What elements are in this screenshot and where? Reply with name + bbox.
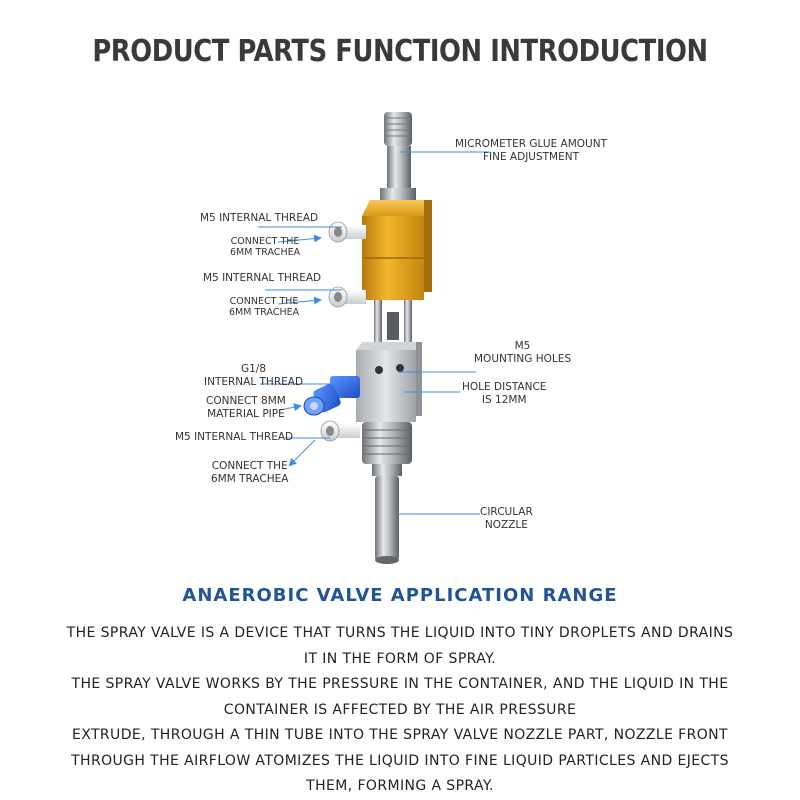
gold-air-cylinder: [362, 200, 432, 300]
description-line: THE SPRAY VALVE IS A DEVICE THAT TURNS T…: [66, 625, 734, 641]
description-line: EXTRUDE, THROUGH A THIN TUBE INTO THE SP…: [71, 727, 729, 743]
description-line: THE SPRAY VALVE WORKS BY THE PRESSURE IN…: [71, 676, 729, 692]
description-text: THE SPRAY VALVE IS A DEVICE THAT TURNS T…: [30, 621, 770, 800]
air-fitting-lower: [320, 420, 360, 442]
material-fitting: [303, 376, 360, 416]
label-m5-thread-middle: M5 INTERNAL THREAD: [203, 272, 322, 284]
air-fitting-upper: [328, 221, 366, 243]
description-line: THROUGH THE AIRFLOW ATOMIZES THE LIQUID …: [71, 752, 729, 769]
page-title: PRODUCT PARTS FUNCTION INTRODUCTION: [92, 34, 708, 69]
section-subtitle: ANAEROBIC VALVE APPLICATION RANGE: [182, 585, 618, 606]
connecting-rods: [374, 300, 412, 344]
nozzle-assembly: [362, 422, 412, 564]
label-m5-thread-upper: M5 INTERNAL THREAD: [200, 212, 319, 224]
label-m5-thread-lower: M5 INTERNAL THREAD: [175, 431, 294, 443]
valve-diagram: [258, 112, 490, 564]
fluid-block: [356, 342, 422, 422]
micrometer-knob: [380, 112, 416, 200]
description-line: THEM, FORMING A SPRAY.: [306, 778, 494, 794]
leader-lines: [258, 151, 490, 515]
description-line: IT IN THE FORM OF SPRAY.: [303, 650, 497, 667]
air-fitting-middle: [328, 286, 366, 308]
description-line: CONTAINER IS AFFECTED BY THE AIR PRESSUR…: [223, 701, 577, 718]
